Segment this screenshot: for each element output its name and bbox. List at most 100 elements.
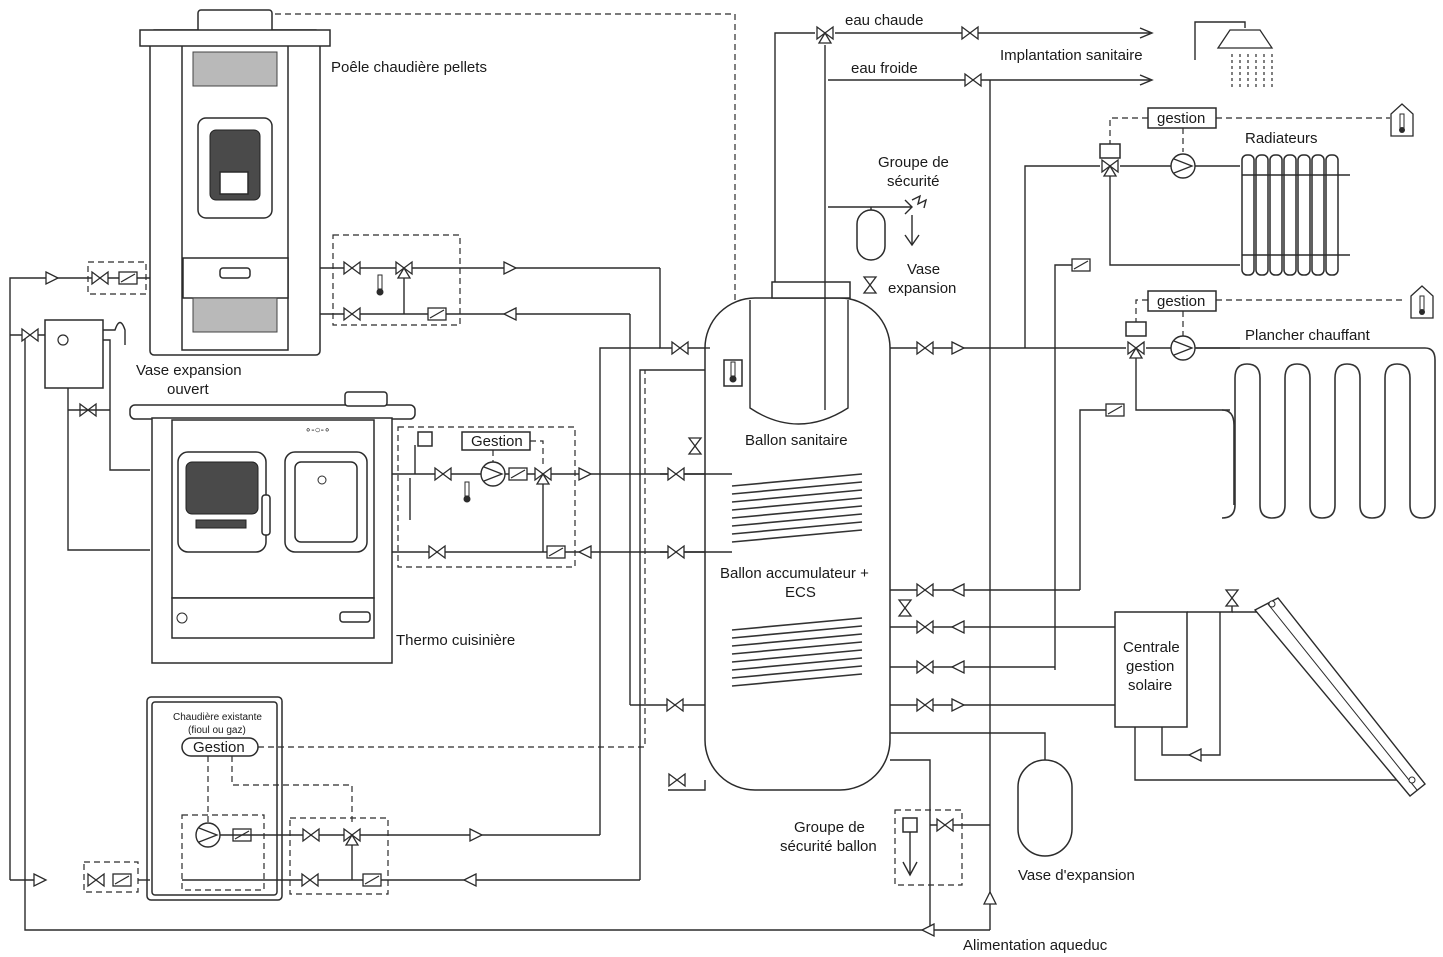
radiator-circuit [1024,103,1414,670]
sanitary-tank-label: Ballon sanitaire [745,432,848,449]
flow-arrow-icon [503,261,517,275]
open-expansion-label-2: ouvert [167,381,210,398]
check-valve-icon [1071,258,1091,272]
thermometer-icon [376,274,384,296]
flow-arrow-icon [469,828,483,842]
valve-icon [343,261,361,275]
expansion-vessel-label-1: Vase [907,261,940,278]
three-way-valve-icon [534,467,552,485]
cold-water-label: eau froide [851,60,918,77]
bottom-left-feed [33,861,150,893]
check-valve-icon [362,873,382,887]
valve-icon [21,328,39,342]
expansion-vessel-label-2: expansion [888,280,956,297]
tank-safety-label-2: sécurité ballon [780,838,877,855]
flow-arrow-icon [951,698,965,712]
valve-icon [1225,589,1239,607]
safety-group-label-1: Groupe de [878,154,949,171]
valve-icon [916,583,934,597]
shower-icon [1194,21,1274,90]
expansion-vessel-big-label: Vase d'expansion [1018,867,1135,884]
gestion-floor-label: gestion [1157,293,1205,310]
storage-tank-label-1: Ballon accumulateur + [720,565,869,582]
tank-right-connections [890,583,1115,930]
thermostat-icon [1390,103,1414,137]
flow-arrow-icon [1188,748,1202,762]
check-valve-icon [1105,403,1125,417]
check-valve-icon [112,873,132,887]
pump-icon [1170,153,1196,179]
gestion-radiators-label: gestion [1157,110,1205,127]
flow-arrow-icon [951,341,965,355]
solar-label-2: gestion [1126,658,1174,675]
three-way-valve-icon [1101,159,1119,177]
storage-tank [629,281,891,791]
pellet-stove [139,9,331,356]
check-valve-icon [508,467,528,481]
flow-arrow-icon [45,271,59,285]
thermometer-icon [729,361,737,383]
flow-arrow-icon [951,660,965,674]
open-expansion-label-1: Vase expansion [136,362,242,379]
check-valve-icon [546,545,566,559]
valve-icon [668,773,686,787]
solar-panel-icon [1253,597,1426,797]
safety-group-label-2: sécurité [887,173,940,190]
underfloor-label: Plancher chauffant [1245,327,1371,344]
valve-icon [434,467,452,481]
solar-label-1: Centrale [1123,639,1180,656]
left-feed-line [45,261,147,295]
safety-group [828,194,928,294]
valve-icon [916,698,934,712]
solar-label-3: solaire [1128,677,1172,694]
three-way-valve-icon [816,26,834,44]
three-way-valve-icon [395,261,413,279]
thermo-cooker: ∘-○-∘ [129,391,416,664]
valve-icon [301,873,319,887]
three-way-valve-icon [1127,341,1145,359]
valve-icon [961,26,979,40]
valve-icon [87,873,105,887]
valve-icon [936,818,954,832]
radiator-icon [1241,154,1350,276]
valve-icon [916,660,934,674]
valve-icon [898,599,912,617]
gestion-cooker-label: Gestion [471,433,523,450]
flow-arrow-icon [578,467,592,481]
existing-boiler [146,696,353,901]
cooker-valve-group [392,426,710,568]
flow-arrow-icon [951,620,965,634]
safety-valve-icon [863,276,877,294]
valve-icon [667,467,685,481]
check-valve-icon [427,307,447,321]
valve-icon [302,828,320,842]
boiler-valve-group [182,347,735,895]
pump-icon [480,461,506,487]
thermostat-icon [1410,285,1434,319]
flow-arrow-icon [951,583,965,597]
water-supply-label: Alimentation aqueduc [963,937,1108,954]
storage-tank-label-2: ECS [785,584,816,601]
valve-icon [428,545,446,559]
sanitary-install-label: Implantation sanitaire [1000,47,1143,64]
hot-water-label: eau chaude [845,12,923,29]
valve-icon [667,545,685,559]
pellet-valve-group [320,234,710,349]
svg-text:∘-○-∘: ∘-○-∘ [305,425,330,436]
flow-arrow-icon [503,307,517,321]
valve-icon [91,271,109,285]
flow-arrow-icon [983,891,997,905]
expansion-vessel-big [1017,759,1073,857]
valve-icon [343,307,361,321]
check-valve-icon [118,271,138,285]
three-way-valve-icon [343,828,361,846]
pellet-stove-label: Poêle chaudière pellets [331,59,487,76]
valve-icon [916,620,934,634]
gestion-boiler-label: Gestion [193,739,245,756]
valve-icon [671,341,689,355]
existing-boiler-label-1: Chaudière existante [173,712,262,723]
valve-icon [916,341,934,355]
flow-arrow-icon [921,923,935,937]
pump-icon [195,822,221,848]
